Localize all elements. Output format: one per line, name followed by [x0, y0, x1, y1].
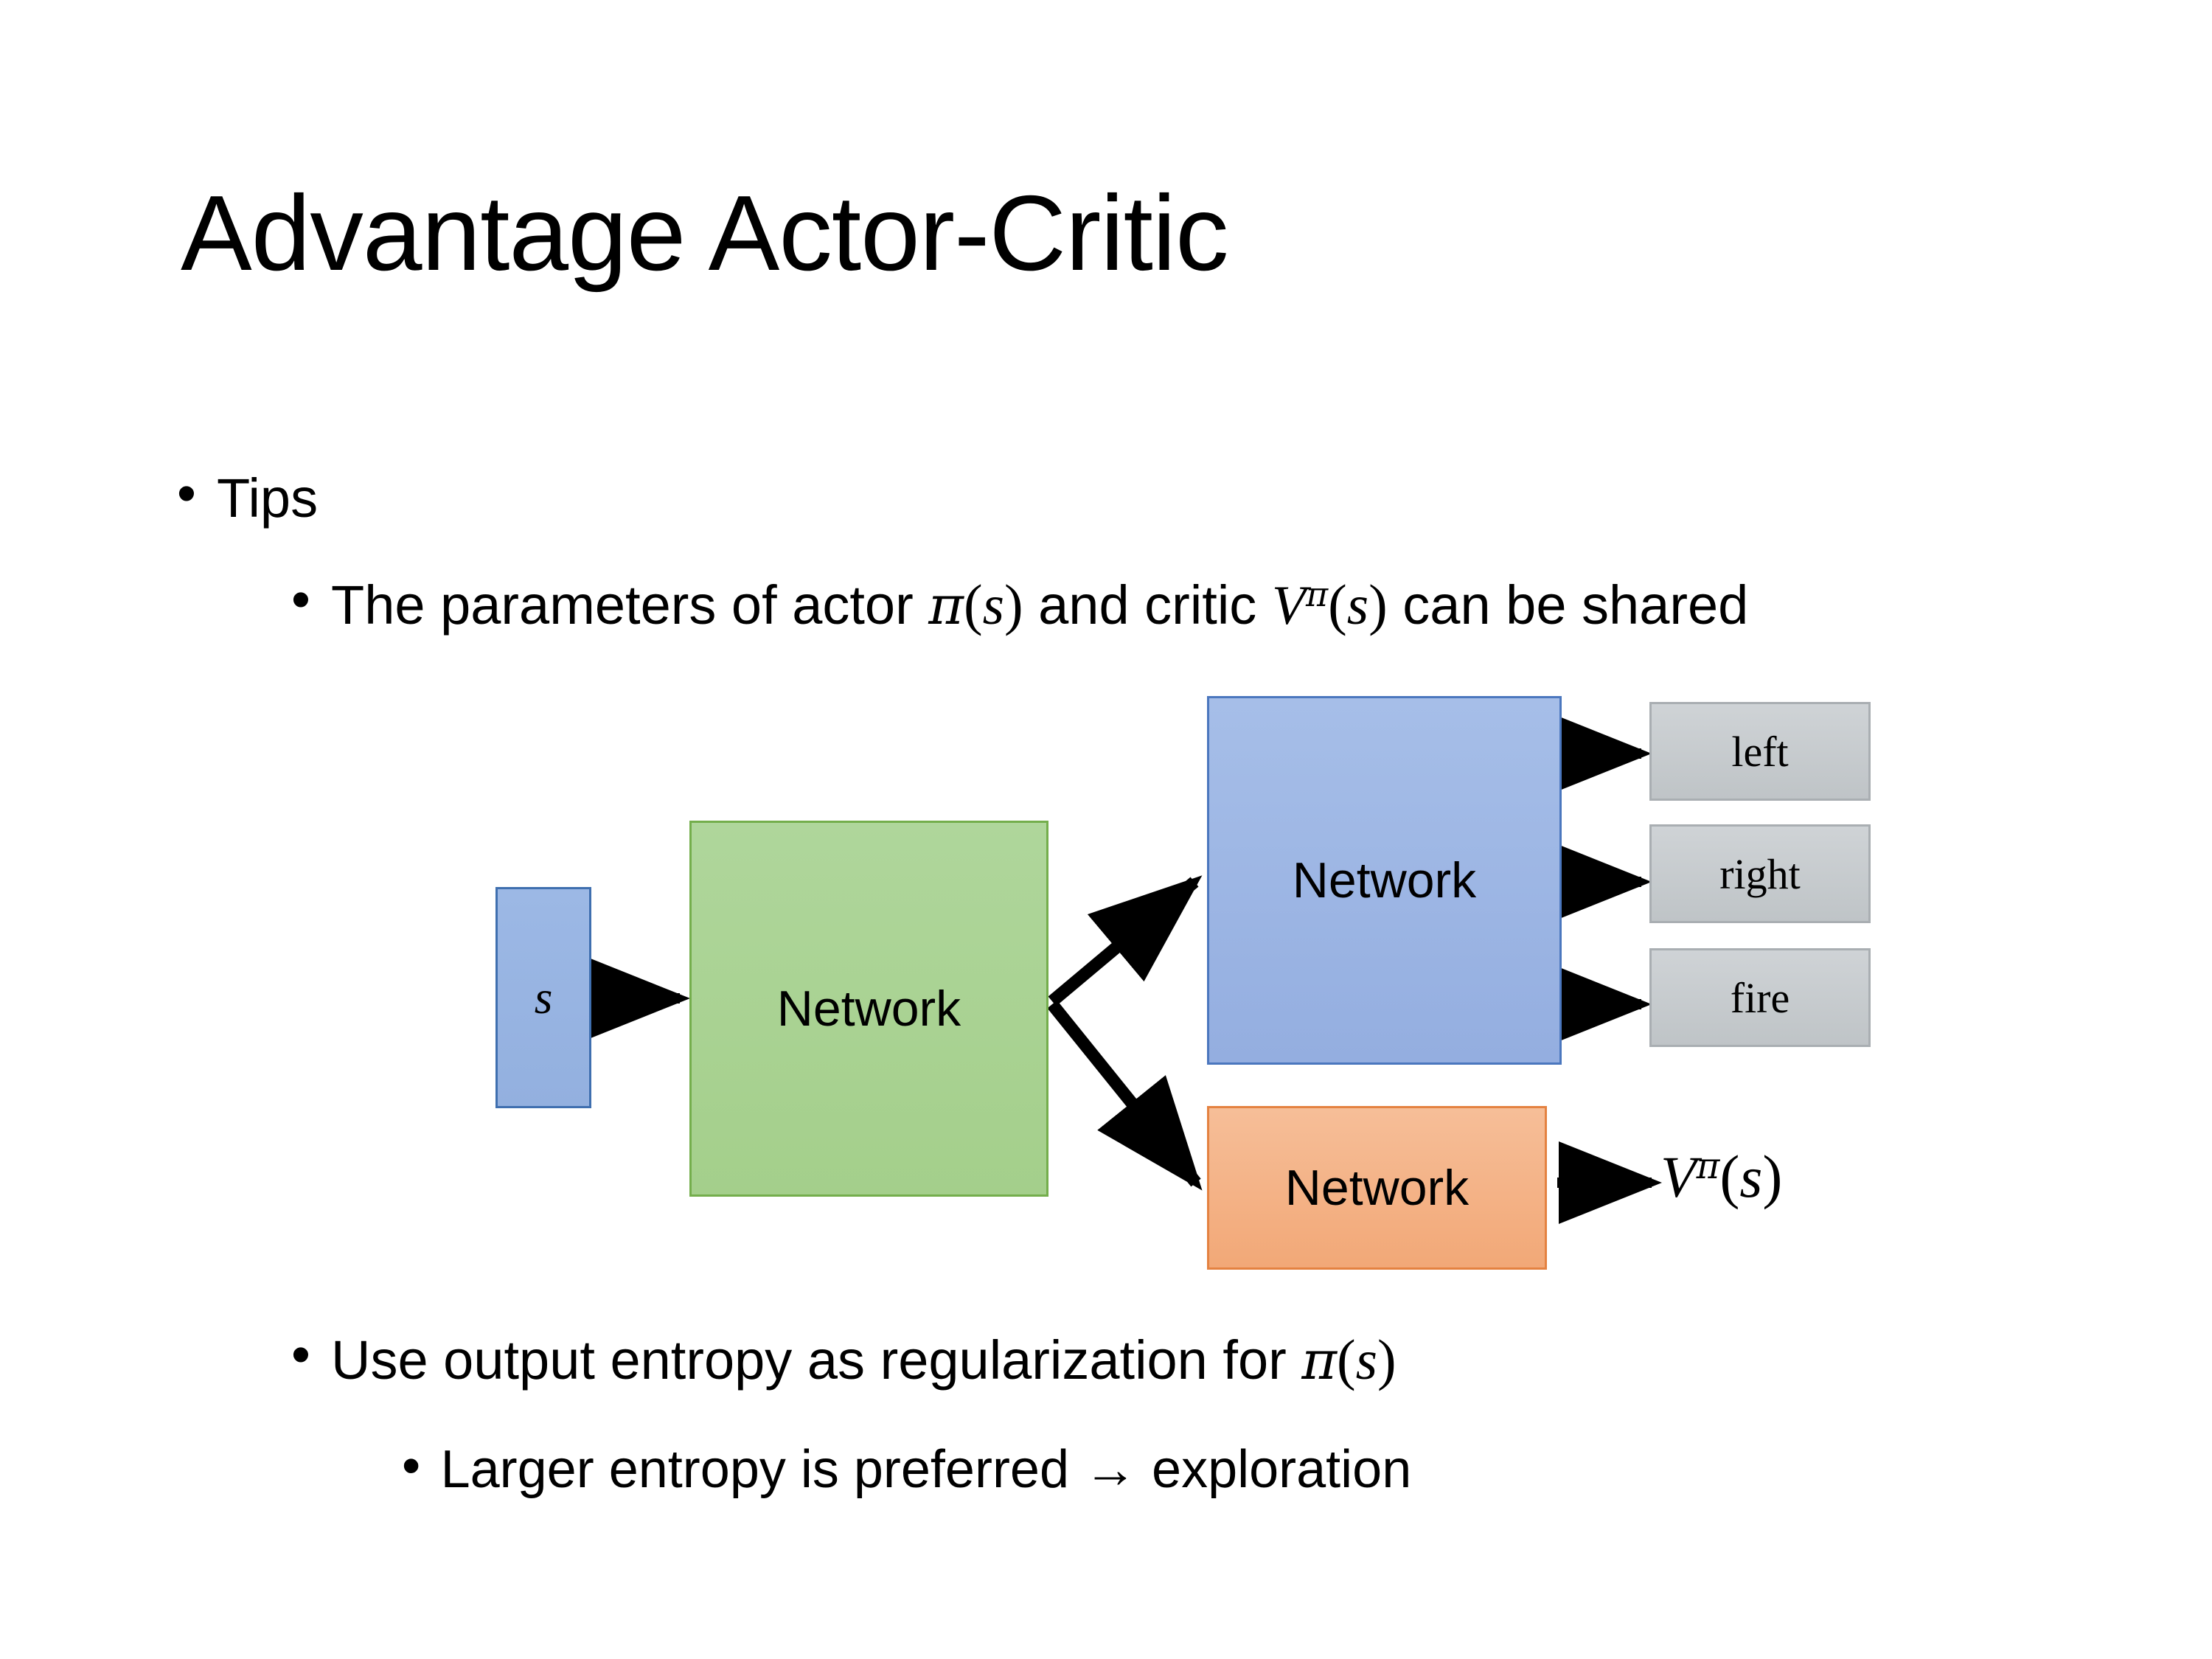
critic-value-output-label: Vπ(s): [1660, 1147, 1782, 1208]
action-output-right-label: right: [1719, 849, 1801, 898]
bullet-marker-icon: •: [291, 1324, 310, 1385]
action-output-right[interactable]: right: [1649, 824, 1871, 923]
pi-symbol: π: [928, 575, 964, 637]
arrow-shared-to-critic: [1047, 1000, 1203, 1191]
left-paren: (: [1719, 1144, 1740, 1210]
params-text-mid: and critic: [1023, 574, 1272, 636]
state-symbol: s: [1346, 575, 1369, 636]
actor-network-label: Network: [1292, 852, 1477, 908]
bullet-shared-parameters: • The parameters of actor π(s) and criti…: [291, 572, 2098, 639]
bullet-marker-icon: •: [177, 462, 196, 524]
pi-symbol: π: [1301, 1330, 1337, 1392]
left-paren: (: [963, 573, 983, 636]
critic-network-box[interactable]: Network: [1207, 1106, 1547, 1270]
page-title: Advantage Actor-Critic: [181, 173, 1229, 293]
right-paren: ): [1762, 1144, 1783, 1210]
entropy-text-pre: Use output entropy as regularization for: [331, 1329, 1302, 1391]
action-output-left[interactable]: left: [1649, 702, 1871, 801]
params-text-pre: The parameters of actor: [331, 574, 929, 636]
bullet-entropy-label: Use output entropy as regularization for…: [331, 1327, 1397, 1394]
bullet-tips: • Tips: [177, 466, 318, 530]
action-output-left-label: left: [1731, 727, 1789, 776]
shared-network-box[interactable]: Network: [689, 821, 1048, 1197]
params-text-post: can be shared: [1387, 574, 1749, 636]
right-paren: ): [1004, 573, 1023, 636]
arrow-shared-to-actor: [1048, 875, 1203, 1006]
bullet-marker-icon: •: [402, 1436, 421, 1495]
value-symbol: V: [1271, 575, 1306, 636]
right-paren: ): [1377, 1328, 1397, 1391]
bullet-entropy-regularization: • Use output entropy as regularization f…: [291, 1327, 1397, 1394]
pi-superscript: π: [1696, 1145, 1720, 1187]
state-symbol: s: [982, 575, 1004, 636]
pi-superscript: π: [1305, 574, 1329, 615]
left-paren: (: [1328, 573, 1347, 636]
actor-network-box[interactable]: Network: [1207, 696, 1562, 1065]
bullet-larger-entropy-label: Larger entropy is preferred → exploratio…: [440, 1440, 1412, 1499]
value-symbol: V: [1660, 1145, 1697, 1210]
state-symbol: s: [1739, 1145, 1763, 1210]
shared-network-label: Network: [776, 981, 961, 1037]
bullet-larger-entropy: • Larger entropy is preferred → explorat…: [402, 1439, 1411, 1501]
critic-network-label: Network: [1284, 1160, 1470, 1216]
bullet-marker-icon: •: [291, 568, 310, 630]
state-input-box[interactable]: s: [495, 887, 591, 1108]
action-output-fire[interactable]: fire: [1649, 948, 1871, 1047]
bullet-shared-parameters-label: The parameters of actor π(s) and critic …: [331, 572, 1748, 639]
action-output-fire-label: fire: [1730, 973, 1790, 1022]
state-symbol: s: [1355, 1330, 1377, 1391]
left-paren: (: [1336, 1328, 1356, 1391]
state-input-label: s: [534, 971, 553, 1023]
bullet-tips-label: Tips: [217, 467, 319, 529]
right-paren: ): [1368, 573, 1388, 636]
